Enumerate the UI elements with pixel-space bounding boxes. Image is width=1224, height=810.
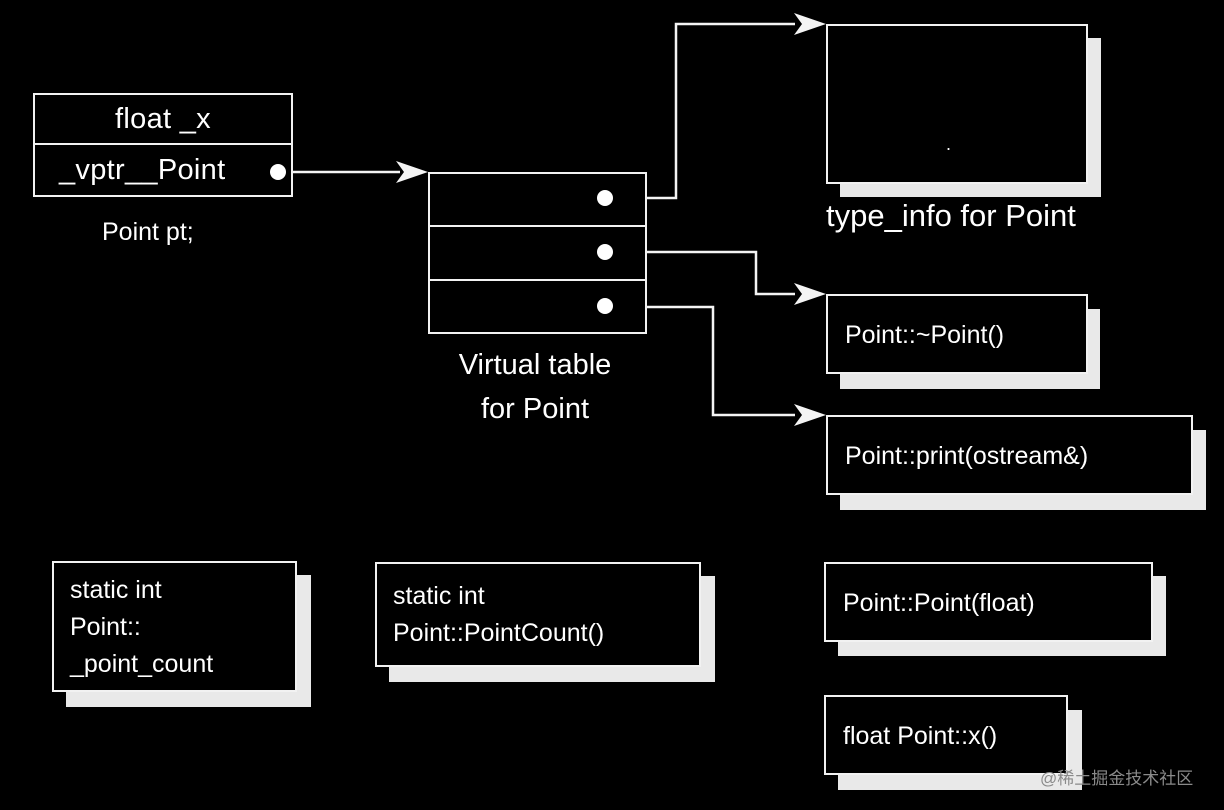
accessor-label: float Point::x() xyxy=(843,722,998,750)
vtable-caption-line2: for Point xyxy=(481,393,589,425)
slot3-to-print-line xyxy=(606,305,795,417)
vtable-caption-line1: Virtual table xyxy=(458,349,612,381)
static-member-line3: _point_count xyxy=(70,650,214,678)
print-box: Point::print(ostream&) xyxy=(826,415,1193,495)
typeinfo-caption: type_info for Point xyxy=(826,198,1076,233)
vtable-slot-3-dot xyxy=(597,298,613,314)
destructor-label: Point::~Point() xyxy=(845,321,1005,349)
static-member-line1: static int xyxy=(70,576,162,604)
vtable-slot-1-dot xyxy=(597,190,613,206)
static-function-box: static int Point::PointCount() xyxy=(375,562,701,667)
constructor-box: Point::Point(float) xyxy=(824,562,1153,642)
vtable-caption: Virtual table for Point xyxy=(443,343,627,431)
vptr-arrowhead xyxy=(396,161,428,183)
object-member-float-x: float _x xyxy=(33,93,293,145)
typeinfo-content: . xyxy=(946,134,952,154)
typeinfo-box: . xyxy=(826,24,1088,184)
object-vptr-label: _vptr__Point xyxy=(59,153,226,186)
vtable-slot-2-dot xyxy=(597,244,613,260)
object-vptr-slot: _vptr__Point xyxy=(33,143,293,197)
destructor-arrowhead xyxy=(794,283,826,305)
static-member-box: static int Point:: _point_count xyxy=(52,561,297,692)
static-member-text: static int Point:: _point_count xyxy=(70,572,213,683)
destructor-box: Point::~Point() xyxy=(826,294,1088,374)
site-watermark: @稀土掘金技术社区 xyxy=(1040,769,1194,788)
vtable-slot-3 xyxy=(428,279,647,334)
object-caption: Point pt; xyxy=(102,218,194,246)
vtable-slot-2 xyxy=(428,225,647,281)
print-arrowhead xyxy=(794,404,826,426)
slot2-to-destructor-line xyxy=(606,250,795,296)
static-function-line2: Point::PointCount() xyxy=(393,619,605,647)
static-function-line1: static int xyxy=(393,582,485,610)
static-member-line2: Point:: xyxy=(70,613,141,641)
typeinfo-arrowhead xyxy=(794,13,826,35)
constructor-label: Point::Point(float) xyxy=(843,589,1035,617)
print-label: Point::print(ostream&) xyxy=(845,442,1089,470)
vptr-pointer-dot xyxy=(270,164,286,180)
object-member-label: float _x xyxy=(115,102,211,135)
accessor-box: float Point::x() xyxy=(824,695,1068,775)
static-function-text: static int Point::PointCount() xyxy=(393,578,604,652)
vtable-slot-1 xyxy=(428,172,647,227)
